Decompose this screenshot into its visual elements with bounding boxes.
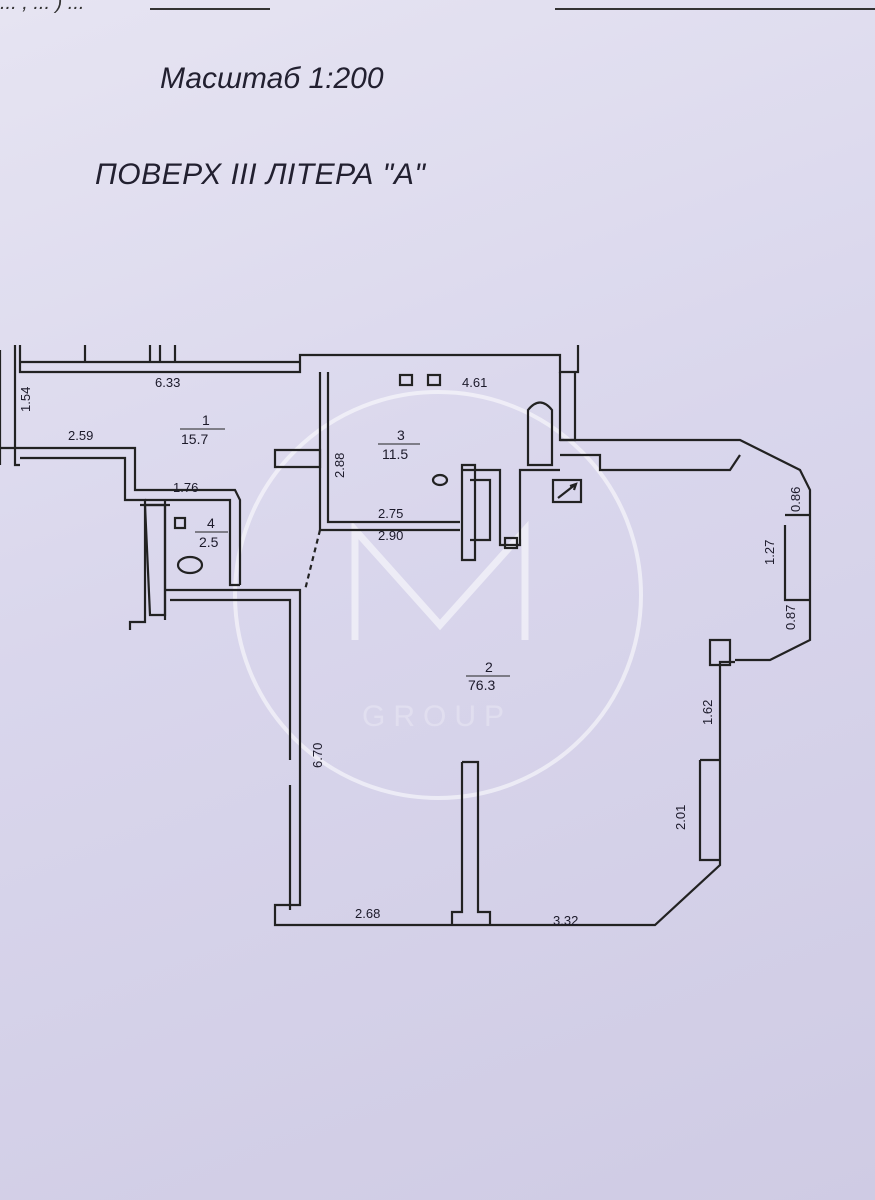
dim-2-75: 2.75 — [378, 506, 403, 521]
dim-2-68: 2.68 — [355, 906, 380, 921]
room-3-number: 3 — [397, 427, 405, 443]
header-rule-left — [150, 8, 270, 10]
watermark-text: GROUP — [362, 700, 512, 733]
dim-0-86: 0.86 — [788, 487, 803, 512]
header-rule-right — [555, 8, 875, 10]
dim-1-76: 1.76 — [173, 480, 198, 495]
dim-2-59: 2.59 — [68, 428, 93, 443]
dim-0-87: 0.87 — [783, 605, 798, 630]
room-1-area: 15.7 — [181, 431, 208, 447]
walls — [0, 345, 812, 927]
dim-1-62: 1.62 — [700, 700, 715, 725]
room-2-number: 2 — [485, 659, 493, 675]
dim-3-32: 3.32 — [553, 913, 578, 928]
room-4-number: 4 — [207, 515, 215, 531]
dim-2-88: 2.88 — [332, 453, 347, 478]
room-3-area: 11.5 — [382, 446, 408, 462]
dim-2-01: 2.01 — [673, 805, 688, 830]
dim-1-27: 1.27 — [762, 540, 777, 565]
scale-label: Масштаб 1:200 — [160, 62, 384, 95]
dim-6-33: 6.33 — [155, 375, 180, 390]
room-2-area: 76.3 — [468, 677, 495, 693]
dim-6-70: 6.70 — [310, 743, 325, 768]
room-labels: 1 15.7 2 76.3 3 11.5 4 2.5 — [180, 412, 510, 693]
room-4-area: 2.5 — [199, 534, 219, 550]
dimension-labels: 1.54 6.33 2.59 4.61 2.88 1.76 2.75 2.90 … — [18, 375, 803, 928]
room-1-number: 1 — [202, 412, 210, 428]
dim-1-54: 1.54 — [18, 387, 33, 412]
watermark-logo: GROUP — [233, 390, 643, 800]
dim-2-90: 2.90 — [378, 528, 403, 543]
header-fragment: ... , ... ) ... — [0, 0, 85, 14]
dim-4-61: 4.61 — [462, 375, 487, 390]
floor-title: ПОВЕРХ III ЛІТЕРА "А" — [95, 158, 426, 191]
